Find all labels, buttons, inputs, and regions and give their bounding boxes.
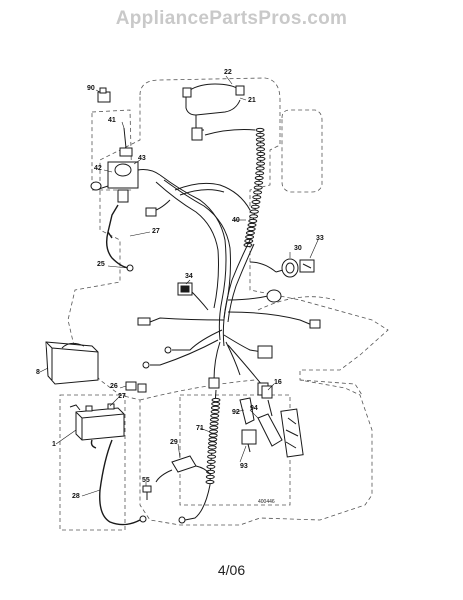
watermark: AppliancePartsPros.com xyxy=(115,8,348,29)
coil-ring xyxy=(209,417,219,422)
coil-ring xyxy=(256,147,266,152)
coil-ring xyxy=(211,401,221,406)
harness-clip xyxy=(125,381,147,393)
callout-label: 42 xyxy=(94,165,102,172)
coil-ring xyxy=(206,459,216,464)
relay xyxy=(177,282,193,296)
coil-ring xyxy=(255,127,265,133)
coil-ring xyxy=(256,142,265,147)
callout-label: 27 xyxy=(118,393,126,400)
callout-label: 26 xyxy=(110,383,118,390)
coil-ring xyxy=(208,437,218,442)
callout-label: 33 xyxy=(316,235,324,242)
coil-ring xyxy=(206,464,216,469)
bolt xyxy=(142,485,152,500)
brake-switch-group xyxy=(239,385,304,458)
ground-cable xyxy=(105,204,134,272)
coil-ring xyxy=(248,218,258,224)
coil-ring xyxy=(209,425,219,430)
coil-ring xyxy=(207,445,217,450)
callout-label: 25 xyxy=(97,261,105,268)
coil-ring xyxy=(253,185,263,190)
page-date: 4/06 xyxy=(217,562,246,578)
conduit-upper-coils xyxy=(243,127,266,248)
coil-ring xyxy=(254,175,264,181)
coil-ring xyxy=(249,209,259,214)
coil-ring xyxy=(205,479,215,485)
callout-label: 21 xyxy=(248,97,256,104)
coil-ring xyxy=(205,474,215,479)
coil-ring xyxy=(256,151,266,157)
coil-ring xyxy=(210,409,220,414)
coil-ring xyxy=(211,397,221,403)
coil-ring xyxy=(207,449,217,454)
key-switch xyxy=(97,87,111,103)
callout-label: 55 xyxy=(142,477,150,484)
coil-ring xyxy=(207,454,217,459)
callout-label: 40 xyxy=(232,217,240,224)
callout-label: 41 xyxy=(108,117,116,124)
callout-label: 90 xyxy=(87,85,95,92)
coil-ring xyxy=(254,180,264,185)
coil-ring xyxy=(252,195,262,200)
coil-ring xyxy=(255,171,265,176)
connector xyxy=(155,455,211,483)
coil-ring xyxy=(256,156,266,161)
callout-label: 43 xyxy=(138,155,146,162)
callout-label: 92 xyxy=(232,409,240,416)
coil-ring xyxy=(245,230,255,236)
coil-ring xyxy=(255,132,265,137)
callout-label: 93 xyxy=(240,463,248,470)
chassis-outline xyxy=(59,77,389,531)
coil-ring xyxy=(253,190,263,195)
coil-ring xyxy=(250,204,260,209)
callout-label: 16 xyxy=(274,379,282,386)
coil-ring xyxy=(209,421,219,426)
callout-label: 94 xyxy=(250,405,258,412)
coil-ring xyxy=(208,433,218,438)
seat-switch-harness xyxy=(182,83,256,141)
coil-ring xyxy=(209,429,218,434)
coil-ring xyxy=(208,441,217,446)
leader-lines xyxy=(39,75,319,497)
callout-label: 1 xyxy=(52,441,56,448)
conduit-lower-coils xyxy=(205,397,221,485)
callout-label: 71 xyxy=(196,425,204,432)
main-harness xyxy=(137,174,321,396)
battery xyxy=(69,403,125,441)
callout-labels: 22 21 90 41 43 42 27 25 34 40 30 33 8 26… xyxy=(36,69,324,500)
document-number: 400446 xyxy=(258,499,275,505)
callout-label: 22 xyxy=(224,69,232,76)
callout-label: 29 xyxy=(170,439,178,446)
coil-ring xyxy=(210,413,220,418)
ignition-cluster xyxy=(90,127,161,203)
coil-ring xyxy=(255,137,265,142)
pto-switch xyxy=(281,258,315,278)
callout-label: 30 xyxy=(294,245,302,252)
battery-tray xyxy=(45,341,99,385)
callout-label: 8 xyxy=(36,369,40,376)
callout-label: 28 xyxy=(72,493,80,500)
callout-label: 27 xyxy=(152,228,160,235)
battery-cable xyxy=(90,439,147,526)
coil-ring xyxy=(255,166,265,171)
callout-label: 34 xyxy=(185,273,193,280)
coil-ring xyxy=(247,222,257,228)
coil-ring xyxy=(249,214,259,219)
coil-ring xyxy=(245,234,255,240)
coil-ring xyxy=(246,226,256,232)
coil-ring xyxy=(251,199,261,205)
coil-ring xyxy=(210,405,220,410)
coil-ring xyxy=(256,161,266,166)
